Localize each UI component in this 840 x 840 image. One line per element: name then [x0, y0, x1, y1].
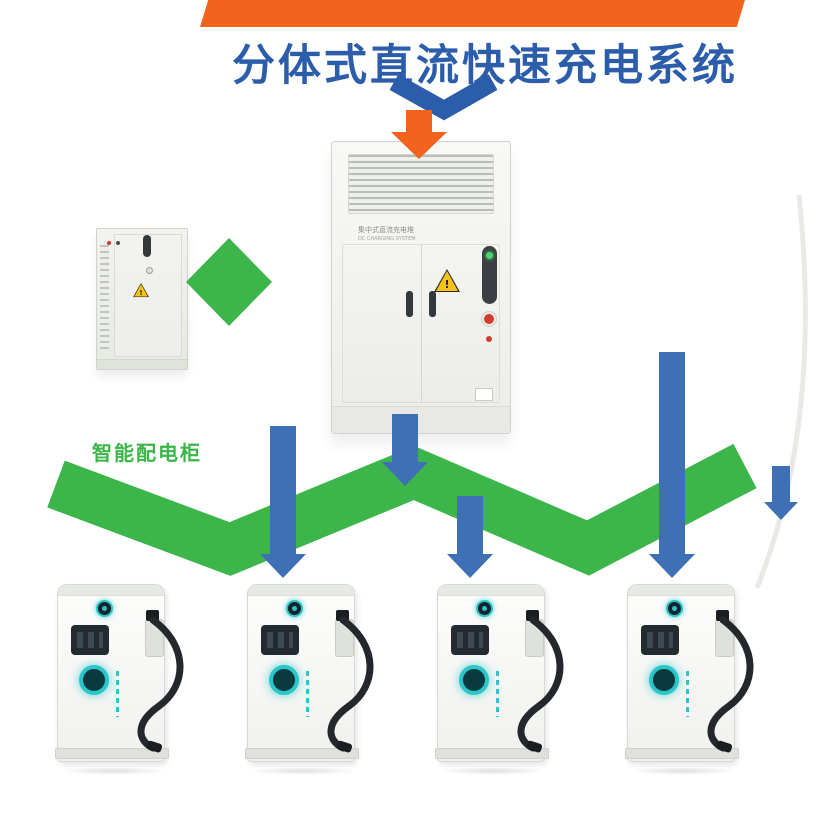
distribution-cabinet-label: 智能配电柜 [92, 441, 202, 465]
cable-line [517, 616, 564, 752]
cable-nozzle [716, 740, 733, 753]
distribution-cabinet: ! [96, 228, 188, 370]
door-seam [421, 245, 422, 402]
cable-line [137, 616, 184, 752]
power-cabinet: 集中式直流充电堆 DC CHARGING SYSTEM ! [331, 141, 511, 434]
cabinet-vent-grille [348, 154, 494, 214]
green-distribution-band [47, 443, 757, 576]
brand-logo-icon [286, 600, 303, 617]
charger-top-cap [628, 585, 734, 596]
charger-base [435, 748, 549, 759]
door-lock-icon [146, 267, 153, 274]
blue-feed-arrow-4 [649, 352, 695, 578]
charging-cable [327, 610, 374, 753]
nameplate-line1: 集中式直流充电堆 [358, 226, 414, 234]
blue-feed-arrow-3 [447, 496, 493, 578]
charger-base [245, 748, 359, 759]
teal-accent-stripe [116, 671, 119, 717]
cabinet-doors: ! [342, 244, 500, 403]
emergency-stop-button [484, 314, 494, 324]
brand-logo-icon [476, 600, 493, 617]
nameplate-line2: DC CHARGING SYSTEM [358, 236, 416, 242]
door-handle-right [429, 291, 436, 317]
indicator-led-dark [116, 241, 120, 245]
cable-line [327, 616, 374, 752]
green-diamond-connector [186, 238, 272, 326]
door-handle-left [406, 291, 413, 317]
indicator-led-red [107, 241, 111, 245]
charging-cable [517, 610, 564, 753]
brand-logo-icon [666, 600, 683, 617]
teal-accent-stripe [686, 671, 689, 717]
charging-cable [707, 610, 754, 753]
charger-terminal-1 [55, 580, 207, 775]
teal-accent-stripe [496, 671, 499, 717]
charger-terminal-4 [625, 580, 777, 775]
charging-port-ring [269, 665, 299, 695]
diagram-title: 分体式直流快速充电系统 [232, 41, 738, 91]
decorative-swoosh [754, 194, 808, 589]
top-banner-ribbon [200, 0, 745, 27]
warning-exclamation: ! [139, 288, 143, 297]
side-vent-grille [100, 245, 109, 349]
cable-nozzle [526, 740, 543, 753]
blue-feed-arrow-5 [764, 466, 798, 520]
cabinet-base [97, 359, 187, 369]
charger-terminal-3 [435, 580, 587, 775]
control-panel-strip [482, 246, 497, 304]
brand-logo-icon [96, 600, 113, 617]
charging-port-ring [79, 665, 109, 695]
teal-accent-stripe [306, 671, 309, 717]
charger-base [55, 748, 169, 759]
cabinet-nameplate: 集中式直流充电堆 DC CHARGING SYSTEM [358, 226, 416, 244]
charger-top-cap [438, 585, 544, 596]
charging-cable [137, 610, 184, 753]
charger-terminal-2 [245, 580, 397, 775]
charger-base [625, 748, 739, 759]
distribution-door-handle [143, 235, 151, 257]
charger-screen [71, 625, 109, 655]
charging-port-ring [459, 665, 489, 695]
charger-body [625, 584, 739, 762]
cable-nozzle [146, 740, 163, 753]
status-led [486, 336, 492, 342]
warning-triangle-icon: ! [434, 269, 460, 292]
charger-top-cap [58, 585, 164, 596]
cabinet-label-tag [475, 388, 493, 401]
cable-line [707, 616, 754, 752]
charger-screen [261, 625, 299, 655]
charging-port-ring [649, 665, 679, 695]
cable-nozzle [336, 740, 353, 753]
blue-feed-arrow-1 [260, 426, 306, 578]
warning-exclamation: ! [444, 278, 450, 291]
charger-screen [641, 625, 679, 655]
charger-top-cap [248, 585, 354, 596]
charger-screen [451, 625, 489, 655]
cabinet-kick-plate [332, 406, 510, 433]
